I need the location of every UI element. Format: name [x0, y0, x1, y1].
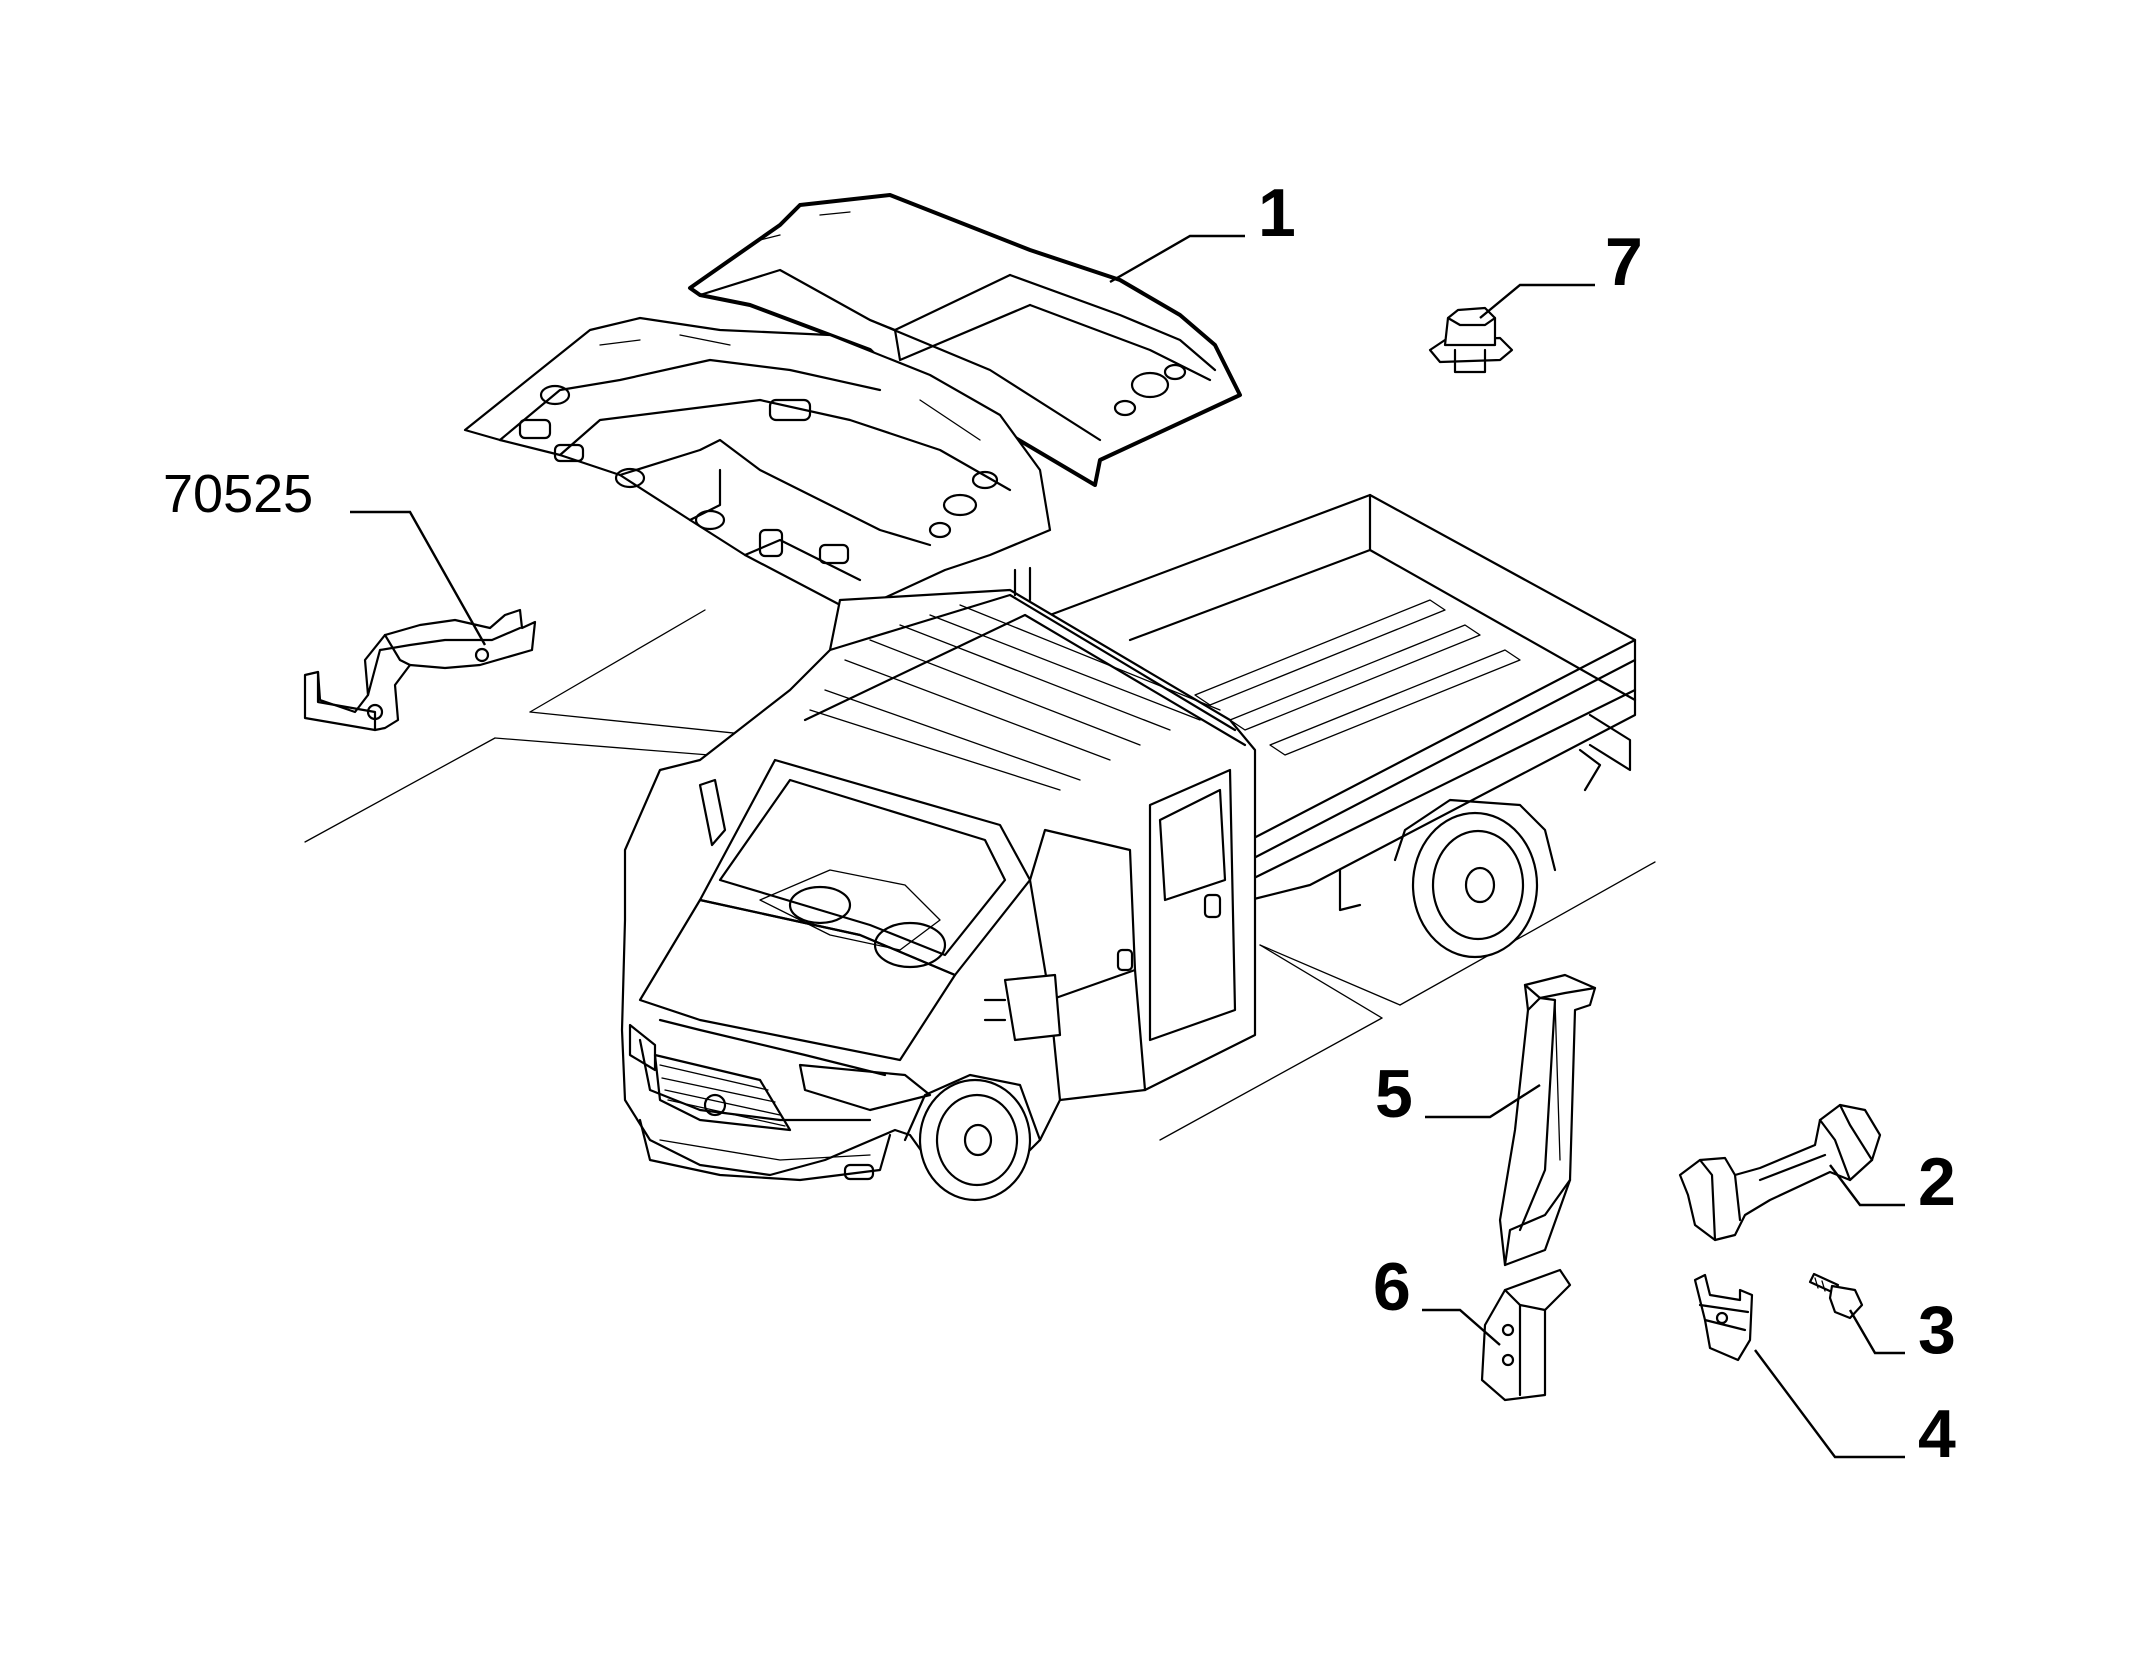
leader-lines [350, 234, 1905, 1459]
callout-4: 4 [1918, 1396, 1956, 1472]
truck-illustration [620, 493, 1637, 1202]
retainer-4 [1693, 1273, 1754, 1362]
lower-bracket-6 [1480, 1268, 1572, 1402]
callout-1: 1 [1258, 175, 1296, 251]
pillar-reinforcement-5 [1498, 973, 1597, 1267]
callout-3: 3 [1918, 1292, 1956, 1368]
bolt-3 [1808, 1272, 1864, 1320]
callout-6: 6 [1373, 1249, 1411, 1325]
callout-5: 5 [1375, 1056, 1413, 1132]
callout-70525: 70525 [163, 464, 313, 524]
callout-7: 7 [1605, 224, 1643, 300]
callout-labels: 1 7 70525 5 6 2 3 4 [163, 175, 1956, 1472]
roof-headliner-inner [463, 316, 1052, 620]
clip-holder-2 [1678, 1103, 1882, 1242]
bracket-70525 [303, 608, 537, 732]
callout-2: 2 [1918, 1144, 1956, 1220]
push-clip-7 [1428, 306, 1514, 374]
